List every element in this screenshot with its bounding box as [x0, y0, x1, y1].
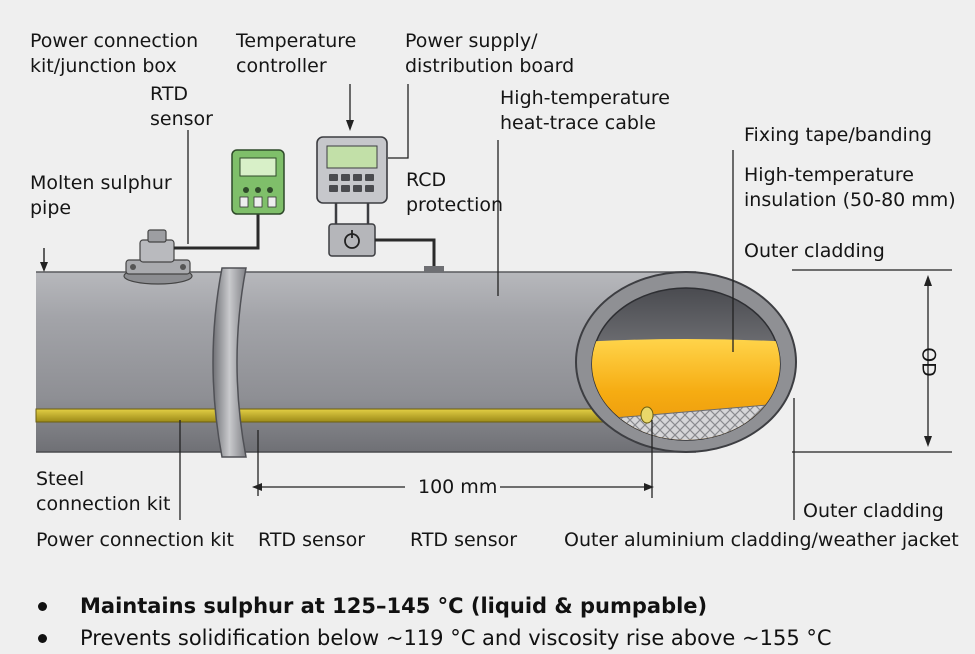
label-outer-cladding-bottom: Outer cladding	[803, 500, 944, 522]
label-heat-trace-cable: High-temperature heat-trace cable	[500, 87, 670, 134]
bullet-item: Maintains sulphur at 125–145 °C (liquid …	[36, 590, 966, 622]
bullet-item: Prevents solidification below ~119 °C an…	[36, 622, 966, 654]
label-rcd-protection: RCD protection	[406, 169, 504, 216]
label-od: OD	[917, 347, 940, 377]
bullet-dot	[38, 602, 47, 611]
bullet-text: Maintains sulphur at 125–145 °C (liquid …	[80, 594, 708, 618]
fixing-band	[212, 267, 247, 458]
label-power-connection-kit-junction-box: Power connection kit/junction box	[30, 30, 199, 77]
label-rtd-sensor-top: RTD sensor	[150, 83, 213, 130]
label-dimension-100mm: 100 mm	[418, 476, 498, 498]
heat-trace-cable	[35, 408, 647, 423]
label-temperature-controller: Temperature controller	[236, 30, 357, 77]
label-outer-cladding-top: Outer cladding	[744, 240, 885, 262]
rtd-sensor-fitting	[123, 229, 193, 285]
rtd-controller-green	[231, 149, 285, 215]
label-steel-connection-kit: Steel connection kit	[36, 468, 171, 515]
label-power-supply-distribution-board: Power supply/ distribution board	[405, 30, 575, 77]
label-high-temperature-insulation: High-temperature insulation (50-80 mm)	[744, 164, 956, 211]
label-power-connection-kit-bottom: Power connection kit	[36, 529, 234, 551]
label-molten-sulphur-pipe: Molten sulphur pipe	[30, 172, 172, 219]
label-fixing-tape-banding: Fixing tape/banding	[744, 124, 932, 146]
label-outer-aluminium-cladding: Outer aluminium cladding/weather jacket	[564, 529, 959, 551]
label-rtd-sensor-bottom-2: RTD sensor	[410, 529, 518, 551]
rcd-device	[328, 223, 376, 257]
bullet-list: Maintains sulphur at 125–145 °C (liquid …	[36, 590, 966, 654]
temperature-controller-device	[316, 136, 388, 226]
label-rtd-sensor-bottom-1: RTD sensor	[258, 529, 366, 551]
bullet-dot	[38, 634, 47, 643]
bullet-text: Prevents solidification below ~119 °C an…	[80, 626, 832, 650]
